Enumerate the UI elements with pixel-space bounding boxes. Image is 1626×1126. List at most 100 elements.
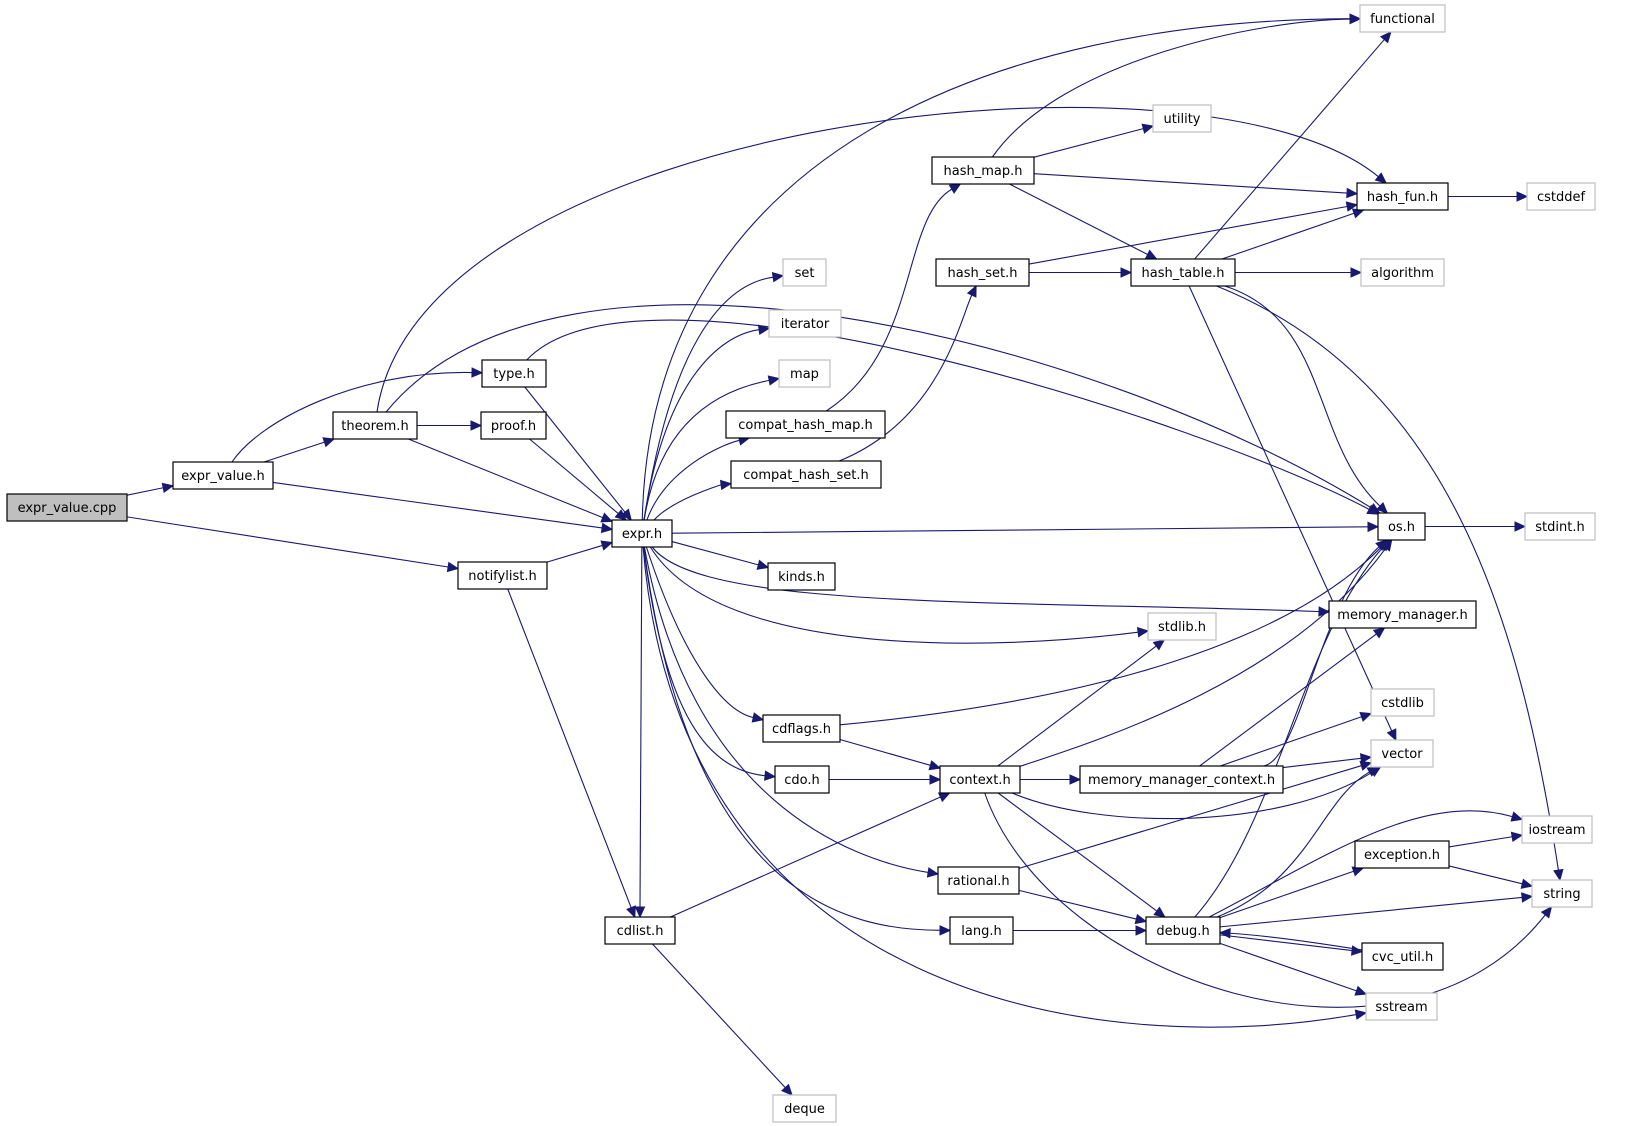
node-cvc-util-h[interactable]: cvc_util.h — [1361, 942, 1444, 971]
arrowhead-icon — [1378, 539, 1391, 552]
node-label: set — [795, 266, 815, 281]
node-label: theorem.h — [341, 419, 408, 434]
edge-expr-value-cpp-to-expr-value-h — [126, 487, 164, 496]
node-expr-value-cpp[interactable]: expr_value.cpp — [6, 493, 128, 522]
edge-proof-h-to-expr-h — [529, 438, 619, 514]
node-label: cvc_util.h — [1372, 950, 1433, 965]
node-label: vector — [1381, 747, 1423, 762]
node-type-h[interactable]: type.h — [481, 359, 547, 388]
node-hash-table-h[interactable]: hash_table.h — [1130, 258, 1236, 287]
node-label: stdlib.h — [1158, 620, 1206, 635]
node-hash-set-h[interactable]: hash_set.h — [935, 258, 1030, 287]
edge-theorem-h-to-os-h — [385, 304, 1372, 509]
arrowhead-icon — [928, 760, 942, 771]
node-box — [767, 562, 836, 591]
node-iterator: iterator — [768, 309, 842, 338]
arrowhead-icon — [1516, 191, 1529, 202]
node-cdlist-h[interactable]: cdlist.h — [604, 916, 676, 945]
node-label: hash_set.h — [948, 266, 1018, 281]
node-expr-h[interactable]: expr.h — [611, 519, 673, 548]
arrowhead-icon — [1379, 31, 1392, 44]
arrowhead-icon — [926, 867, 940, 878]
node-box — [1360, 258, 1445, 287]
node-lang-h[interactable]: lang.h — [949, 916, 1014, 945]
node-kinds-h[interactable]: kinds.h — [767, 562, 836, 591]
node-cdflags-h[interactable]: cdflags.h — [762, 714, 841, 743]
arrowhead-icon — [1354, 1009, 1368, 1020]
arrowhead-icon — [470, 420, 483, 431]
edge-memory-manager-context-h-to-cstdlib — [1220, 716, 1362, 767]
node-label: lang.h — [961, 924, 1001, 939]
node-box — [1524, 512, 1596, 541]
arrowhead-icon — [1350, 945, 1364, 956]
node-rational-h[interactable]: rational.h — [937, 866, 1020, 895]
edge-expr-h-to-compat-hash-map-h — [646, 439, 740, 521]
edge-debug-h-to-iostream — [1208, 810, 1513, 918]
node-box — [481, 359, 547, 388]
edge-expr-h-to-rational-h — [643, 546, 929, 874]
edge-expr-value-cpp-to-notifylist-h — [126, 516, 449, 568]
node-compat-hash-map-h[interactable]: compat_hash_map.h — [725, 410, 886, 439]
edges-layer — [126, 13, 1564, 1096]
edge-context-h-to-os-h — [1019, 547, 1387, 767]
edge-expr-h-to-functional — [641, 18, 1351, 521]
arrowhead-icon — [1346, 187, 1359, 199]
node-memory-manager-h[interactable]: memory_manager.h — [1328, 600, 1477, 629]
edge-hash-map-h-to-utility — [1033, 128, 1144, 158]
arrowhead-icon — [764, 770, 777, 781]
edge-hash-map-h-to-hash-fun-h — [1033, 173, 1348, 194]
node-label: iterator — [781, 317, 830, 332]
edge-cdflags-h-to-os-h — [839, 546, 1382, 726]
arrowhead-icon — [1359, 711, 1373, 722]
arrowhead-icon — [1354, 985, 1368, 996]
arrowhead-icon — [1514, 521, 1527, 532]
node-debug-h[interactable]: debug.h — [1145, 916, 1221, 945]
arrowhead-icon — [781, 1083, 793, 1096]
edge-cdflags-h-to-context-h — [839, 738, 931, 766]
edge-expr-h-to-map — [643, 379, 770, 521]
edge-debug-h-to-cvc-util-h — [1219, 934, 1353, 952]
arrowhead-icon — [1134, 913, 1148, 925]
node-box — [768, 309, 842, 338]
node-hash-map-h[interactable]: hash_map.h — [931, 156, 1035, 185]
node-proof-h[interactable]: proof.h — [480, 411, 547, 440]
node-label: os.h — [1388, 520, 1415, 535]
node-label: sstream — [1375, 1000, 1427, 1015]
edge-hash-table-h-to-hash-fun-h — [1221, 212, 1355, 260]
edge-expr-value-h-to-theorem-h — [263, 441, 325, 463]
node-box — [1377, 512, 1426, 541]
node-exception-h[interactable]: exception.h — [1354, 840, 1450, 869]
node-box — [1370, 739, 1434, 768]
node-cstdlib: cstdlib — [1370, 688, 1435, 717]
edge-notifylist-h-to-cdlist-h — [507, 588, 632, 908]
arrowhead-icon — [1366, 504, 1380, 515]
node-context-h[interactable]: context.h — [939, 765, 1021, 794]
node-label: deque — [784, 1102, 825, 1117]
node-set: set — [782, 258, 827, 287]
node-expr-value-h[interactable]: expr_value.h — [172, 461, 274, 490]
node-cdo-h[interactable]: cdo.h — [774, 765, 830, 794]
arrowhead-icon — [1153, 906, 1166, 918]
node-theorem-h[interactable]: theorem.h — [332, 411, 418, 440]
arrowhead-icon — [1152, 639, 1166, 651]
node-os-h[interactable]: os.h — [1377, 512, 1426, 541]
node-deque: deque — [772, 1094, 837, 1123]
node-label: context.h — [949, 773, 1010, 788]
edge-context-h-to-vector — [1011, 771, 1373, 820]
node-memory-manager-context-h[interactable]: memory_manager_context.h — [1079, 765, 1284, 794]
edge-expr-h-to-sstream — [642, 546, 1357, 1028]
edge-memory-manager-context-h-to-vector — [1282, 757, 1362, 769]
edge-expr-h-to-kinds-h — [671, 541, 759, 566]
node-notifylist-h[interactable]: notifylist.h — [457, 561, 548, 590]
arrowhead-icon — [1510, 811, 1524, 822]
node-box — [1328, 600, 1477, 629]
node-box — [937, 866, 1020, 895]
arrowhead-icon — [1553, 868, 1564, 882]
node-box — [6, 493, 128, 522]
edge-expr-h-to-memory-manager-h — [651, 546, 1320, 613]
node-hash-fun-h[interactable]: hash_fun.h — [1356, 182, 1449, 211]
node-compat-hash-set-h[interactable]: compat_hash_set.h — [730, 460, 882, 489]
node-string: string — [1531, 879, 1593, 908]
arrowhead-icon — [161, 482, 175, 494]
edge-expr-h-to-compat-hash-set-h — [653, 484, 722, 521]
